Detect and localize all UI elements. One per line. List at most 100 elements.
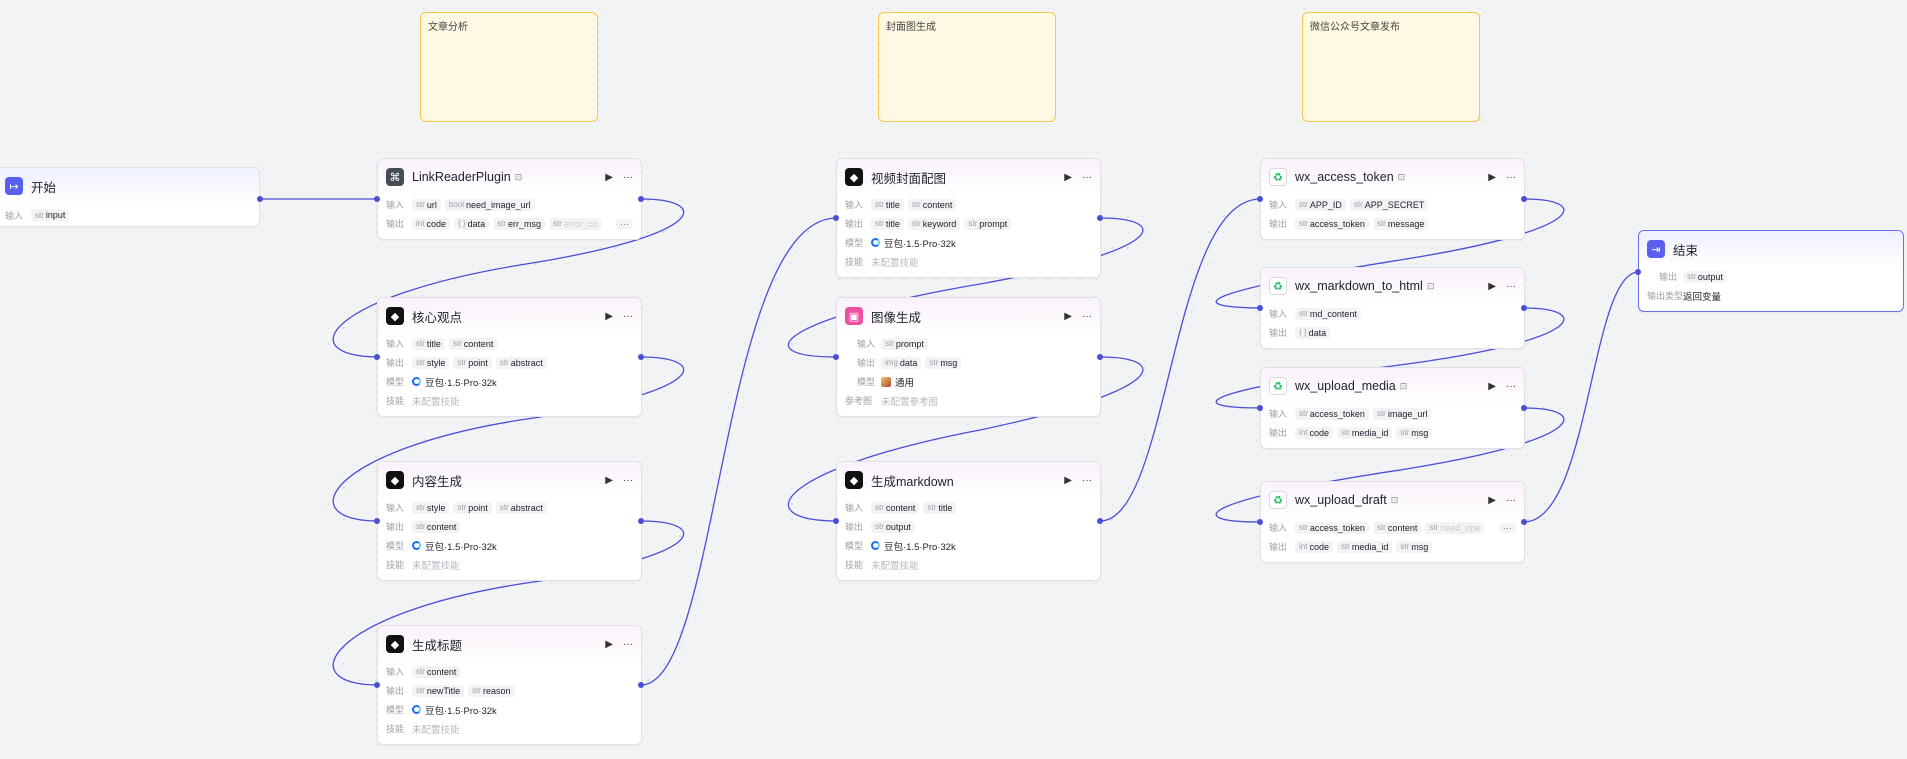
row-label: 模型	[856, 377, 875, 387]
run-icon[interactable]: ▶	[1488, 280, 1496, 292]
input-port[interactable]	[1257, 519, 1263, 525]
more-icon[interactable]: ···	[623, 638, 633, 650]
more-icon[interactable]: ···	[1506, 380, 1516, 392]
wire-markdown-token	[1099, 198, 1261, 522]
input-port[interactable]	[833, 354, 839, 360]
llm-icon: ◆	[845, 168, 863, 186]
output-port[interactable]	[638, 354, 644, 360]
run-icon[interactable]: ▶	[605, 474, 613, 486]
input-port[interactable]	[374, 682, 380, 688]
more-icon[interactable]: ···	[1082, 474, 1092, 486]
more-icon[interactable]: ···	[623, 171, 633, 183]
more-vars-icon[interactable]: ···	[616, 218, 633, 229]
input-port[interactable]	[1635, 269, 1641, 275]
more-icon[interactable]: ···	[1082, 310, 1092, 322]
input-port[interactable]	[374, 196, 380, 202]
more-vars-icon[interactable]: ···	[1499, 522, 1516, 533]
more-icon[interactable]: ···	[1506, 494, 1516, 506]
output-port[interactable]	[638, 518, 644, 524]
run-icon[interactable]: ▶	[605, 171, 613, 183]
output-port[interactable]	[1521, 405, 1527, 411]
input-port[interactable]	[1257, 405, 1263, 411]
group-article-analysis[interactable]: 文章分析	[420, 12, 598, 122]
model-icon	[871, 541, 880, 550]
llm-icon: ◆	[386, 471, 404, 489]
run-icon[interactable]: ▶	[1488, 380, 1496, 392]
group-cover-generation[interactable]: 封面图生成	[878, 12, 1056, 122]
output-port[interactable]	[1521, 305, 1527, 311]
row-label: 输入	[845, 200, 864, 210]
row-label: 输入	[1269, 200, 1288, 210]
input-port[interactable]	[833, 215, 839, 221]
input-port[interactable]	[374, 518, 380, 524]
run-icon[interactable]: ▶	[605, 638, 613, 650]
run-icon[interactable]: ▶	[1064, 171, 1072, 183]
output-port[interactable]	[638, 196, 644, 202]
model-name: 豆包·1.5·Pro·32k	[425, 377, 497, 389]
end-icon: ⇥	[1647, 240, 1665, 258]
output-port[interactable]	[638, 682, 644, 688]
run-icon[interactable]: ▶	[605, 310, 613, 322]
start-icon: ↦	[5, 177, 23, 195]
run-icon[interactable]: ▶	[1488, 494, 1496, 506]
var-tag: { }data	[453, 217, 490, 230]
output-port[interactable]	[1097, 518, 1103, 524]
row-label: 输入	[1269, 523, 1288, 533]
more-icon[interactable]: ···	[1506, 171, 1516, 183]
output-port[interactable]	[1521, 519, 1527, 525]
output-port[interactable]	[1097, 354, 1103, 360]
row-label: 输入	[856, 339, 875, 349]
run-icon[interactable]: ▶	[1488, 171, 1496, 183]
input-port[interactable]	[374, 354, 380, 360]
skill-value: 未配置技能	[412, 560, 460, 572]
node-title: LinkReaderPlugin	[412, 170, 511, 184]
input-port[interactable]	[1257, 305, 1263, 311]
model-name: 豆包·1.5·Pro·32k	[884, 541, 956, 553]
output-port[interactable]	[257, 196, 263, 202]
run-icon[interactable]: ▶	[1064, 474, 1072, 486]
output-port[interactable]	[1521, 196, 1527, 202]
group-wechat-publish[interactable]: 微信公众号文章发布	[1302, 12, 1480, 122]
recycle-icon: ♻	[1269, 277, 1287, 295]
run-icon[interactable]: ▶	[1064, 310, 1072, 322]
node-title: 视频封面配图	[871, 171, 947, 186]
input-port[interactable]	[1257, 196, 1263, 202]
more-icon[interactable]: ···	[623, 474, 633, 486]
row-label: 输出	[856, 358, 875, 368]
more-icon[interactable]: ···	[623, 310, 633, 322]
more-icon[interactable]: ···	[1506, 280, 1516, 292]
model-name: 通用	[895, 377, 915, 389]
input-port[interactable]	[833, 518, 839, 524]
output-port[interactable]	[1097, 215, 1103, 221]
plugin-icon: ⌘	[386, 168, 404, 186]
row-label: 输出	[386, 219, 405, 229]
more-icon[interactable]: ···	[1082, 171, 1092, 183]
